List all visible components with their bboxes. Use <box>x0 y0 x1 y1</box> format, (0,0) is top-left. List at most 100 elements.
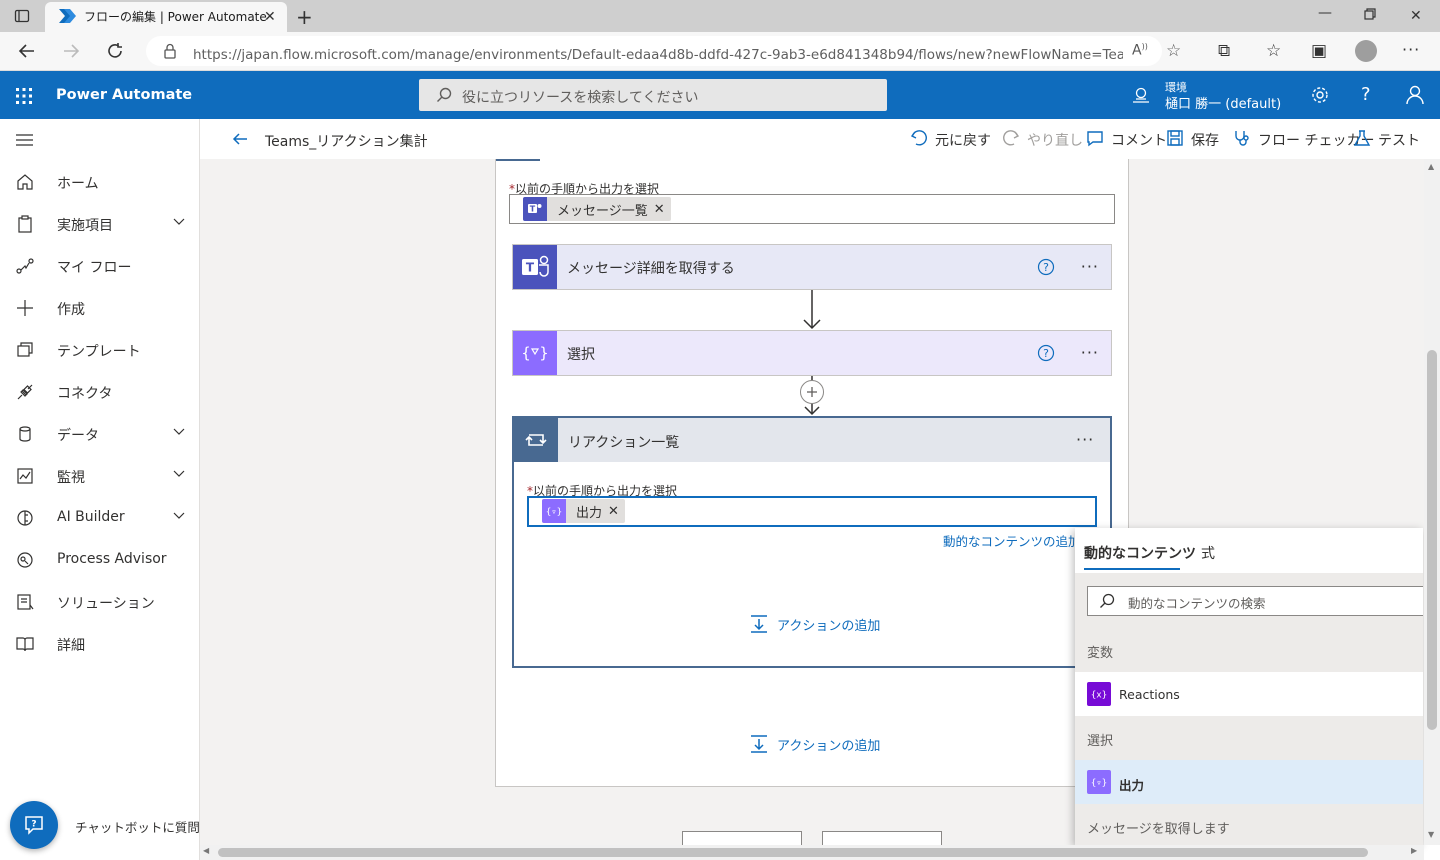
messages-list-token[interactable]: T メッセージ一覧 ✕ <box>523 197 671 221</box>
svg-text:{▿}: {▿} <box>1091 779 1107 789</box>
sidebar-item-my-flows[interactable]: マイ フロー <box>0 245 199 287</box>
new-step-button[interactable] <box>682 831 802 845</box>
read-aloud-icon[interactable]: A)) <box>1132 42 1148 59</box>
environment-icon[interactable] <box>1132 87 1150 103</box>
add-action-button[interactable]: アクションの追加 <box>749 732 880 756</box>
section-select: 選択 <box>1075 716 1423 760</box>
browser-tab[interactable] <box>45 2 287 32</box>
window-close-icon[interactable]: ✕ <box>1410 8 1422 24</box>
sidebar-item-label: コネクタ <box>57 386 113 402</box>
scroll-right-icon[interactable]: ▶ <box>1411 846 1418 855</box>
teams-icon: T <box>523 197 547 221</box>
window-minimize-icon[interactable]: — <box>1318 5 1332 21</box>
add-favorite-icon[interactable]: ☆ <box>1166 41 1182 61</box>
sidebar-item-label: 詳細 <box>57 638 85 654</box>
account-icon[interactable] <box>1406 85 1424 105</box>
redo-icon <box>1002 129 1020 147</box>
loop-header[interactable] <box>514 418 1110 462</box>
remove-token-icon[interactable]: ✕ <box>608 503 619 519</box>
horizontal-scroll-thumb[interactable] <box>218 848 1368 857</box>
svg-text:?: ? <box>1043 347 1049 360</box>
url-text: https://japan.flow.microsoft.com/manage/… <box>193 47 1123 63</box>
scroll-up-icon[interactable]: ▲ <box>1428 162 1435 171</box>
new-tab-icon[interactable]: + <box>296 5 313 29</box>
more-options-icon[interactable]: ··· <box>1076 430 1095 449</box>
search-icon <box>436 87 452 103</box>
scroll-down-icon[interactable]: ▼ <box>1428 830 1435 839</box>
sidebar-item-label: 監視 <box>57 470 85 486</box>
help-circle-icon[interactable]: ? <box>1037 258 1055 276</box>
sidebar-item-data[interactable]: データ <box>0 413 199 455</box>
dynamic-content-search-placeholder: 動的なコンテンツの検索 <box>1128 596 1266 611</box>
template-icon <box>16 341 34 359</box>
sidebar-item-learn[interactable]: 詳細 <box>0 623 199 665</box>
tab-dynamic-content[interactable]: 動的なコンテンツ <box>1084 546 1196 562</box>
output-token[interactable]: {▿} 出力 ✕ <box>542 499 625 523</box>
app-brand[interactable]: Power Automate <box>56 87 193 103</box>
sidebar-item-process-advisor[interactable]: Process Advisor <box>0 539 199 581</box>
forward-icon[interactable] <box>62 42 80 60</box>
refresh-icon[interactable] <box>106 42 124 60</box>
sidebar-item-monitor[interactable]: 監視 <box>0 455 199 497</box>
chatbot-label[interactable]: チャットボットに質問 <box>75 820 200 835</box>
save-flow-button[interactable] <box>822 831 942 845</box>
process-icon <box>16 551 34 569</box>
chevron-down-icon[interactable] <box>173 470 185 478</box>
lock-icon[interactable] <box>163 43 177 59</box>
database-icon <box>16 425 34 443</box>
sidebar-item-label: ソリューション <box>57 596 155 612</box>
add-action-in-loop-button[interactable]: アクションの追加 <box>749 612 880 636</box>
settings-gear-icon[interactable] <box>1311 86 1329 104</box>
collections-icon[interactable]: ▣ <box>1311 41 1328 61</box>
add-dynamic-content-link[interactable]: 動的なコンテンツの追加 <box>943 534 1081 549</box>
vertical-scroll-thumb[interactable] <box>1427 350 1437 730</box>
sidebar-item-action-items[interactable]: 実施項目 <box>0 203 199 245</box>
tab-expression[interactable]: 式 <box>1201 546 1215 562</box>
chevron-down-icon[interactable] <box>173 512 185 520</box>
url-field[interactable] <box>146 36 1162 66</box>
favorites-icon[interactable]: ☆ <box>1266 41 1282 61</box>
sidebar-item-label: データ <box>57 428 99 444</box>
back-icon[interactable] <box>18 42 36 60</box>
chevron-down-icon[interactable] <box>173 218 185 226</box>
window-restore-icon[interactable] <box>1364 8 1376 20</box>
flow-icon <box>16 257 34 275</box>
environment-label: 環境 <box>1165 81 1187 94</box>
more-options-icon[interactable]: ··· <box>1080 257 1099 276</box>
tab-close-icon[interactable]: ✕ <box>264 9 276 25</box>
select-card[interactable]: { } 選択 ? ··· <box>512 330 1112 376</box>
home-icon <box>16 173 34 191</box>
dynamic-item-output[interactable]: {▿} 出力 <box>1075 760 1423 804</box>
back-to-flows-icon[interactable] <box>231 130 249 148</box>
sidebar-item-templates[interactable]: テンプレート <box>0 329 199 371</box>
chatbot-button[interactable]: ? <box>10 801 58 849</box>
sidebar-item-label: 作成 <box>57 302 85 318</box>
dynamic-item-reactions[interactable]: {x} Reactions <box>1075 672 1423 716</box>
insert-step-button[interactable] <box>800 380 824 404</box>
sidebar-item-home[interactable]: ホーム <box>0 161 199 203</box>
app-launcher-icon[interactable] <box>16 88 32 104</box>
profile-avatar[interactable] <box>1355 40 1377 62</box>
dynamic-content-search-input[interactable] <box>1087 586 1423 616</box>
get-message-details-card[interactable]: T メッセージ詳細を取得する ? ··· <box>512 244 1112 290</box>
chevron-down-icon[interactable] <box>173 428 185 436</box>
remove-token-icon[interactable]: ✕ <box>653 201 665 217</box>
browser-menu-icon[interactable]: ··· <box>1402 40 1421 59</box>
extensions-icon[interactable]: ⧉ <box>1218 41 1231 61</box>
add-action-icon <box>749 614 769 634</box>
sidebar-item-solutions[interactable]: ソリューション <box>0 581 199 623</box>
sidebar-item-connectors[interactable]: コネクタ <box>0 371 199 413</box>
scroll-left-icon[interactable]: ◀ <box>203 846 210 855</box>
help-circle-icon[interactable]: ? <box>1037 344 1055 362</box>
connector-arrow-icon <box>802 290 822 330</box>
help-icon[interactable]: ? <box>1361 84 1371 105</box>
more-options-icon[interactable]: ··· <box>1080 343 1099 362</box>
resource-search-input[interactable] <box>419 79 887 111</box>
nav-collapse-hamburger-icon[interactable] <box>16 134 33 146</box>
sidebar-item-create[interactable]: 作成 <box>0 287 199 329</box>
active-tab-indicator <box>1084 568 1180 570</box>
sidebar-item-ai-builder[interactable]: AI Builder <box>0 497 199 539</box>
environment-name[interactable]: 樋口 勝一 (default) <box>1165 97 1282 112</box>
clipboard-icon <box>16 215 34 233</box>
tab-actions-icon[interactable] <box>14 8 30 24</box>
